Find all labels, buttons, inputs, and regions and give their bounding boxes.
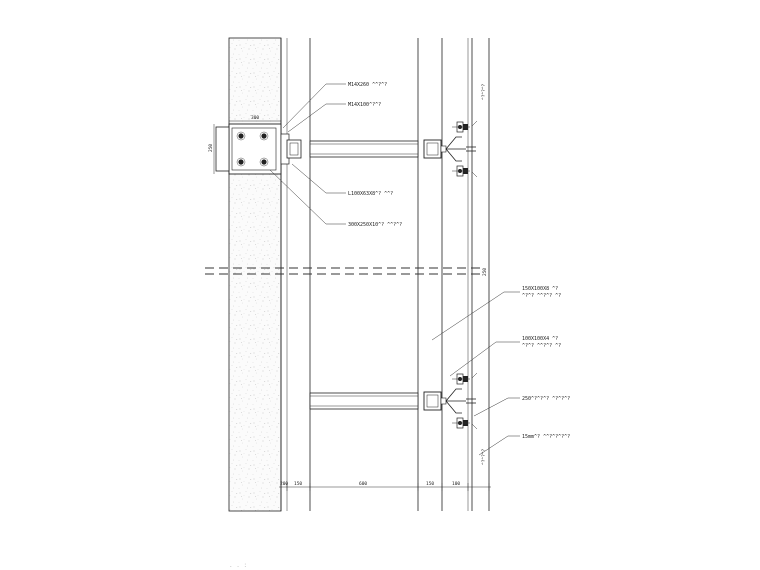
callout-steel-tube-secondary-note: ^?^? ^^?^? ^? bbox=[522, 343, 561, 349]
plate-height-dimension: 250 bbox=[208, 144, 214, 152]
bottom-dimension-chain: 200 150 600 150 100 bbox=[279, 481, 491, 491]
callout-angle-steel: L100X63X8^? ^^? bbox=[348, 191, 393, 197]
upper-spider-fitting bbox=[423, 120, 478, 178]
callout-anchor-bolt-2: M14X100^?^? bbox=[348, 102, 381, 108]
vertical-members bbox=[280, 38, 490, 511]
plate-width-dimension: 300 bbox=[251, 115, 259, 121]
floor-dimension: 250 bbox=[482, 268, 488, 276]
callout-embed-plate: 300X250X10^? ^^?^? bbox=[348, 222, 402, 228]
dim-bottom-3: 150 bbox=[426, 481, 434, 487]
concrete-wall bbox=[228, 37, 282, 512]
upper-beam bbox=[309, 140, 419, 158]
floor-level-line: 250 bbox=[205, 267, 488, 276]
callout-steel-tube-secondary: 100X100X4 ^? bbox=[522, 336, 558, 342]
leader-lines bbox=[269, 83, 520, 456]
dim-bottom-4: 100 bbox=[452, 481, 460, 487]
callout-spider-fitting: 250^?^?^? ^?^?^? bbox=[522, 396, 570, 402]
footer-note: . . : bbox=[229, 562, 247, 569]
callout-anchor-bolt-1: M14X260 ^^?^? bbox=[348, 82, 387, 88]
lower-beam bbox=[309, 392, 419, 410]
side-annotation-top: ^?^?^? bbox=[481, 83, 487, 100]
callout-steel-tube-main: 150X100X8 ^? bbox=[522, 286, 558, 292]
embed-plate: 300 250 bbox=[208, 115, 302, 175]
lower-spider-fitting bbox=[423, 372, 478, 430]
dim-bottom-1: 150 bbox=[294, 481, 302, 487]
callout-steel-tube-main-note: ^?^? ^^?^? ^? bbox=[522, 293, 561, 299]
dim-bottom-0: 200 bbox=[280, 481, 288, 487]
dim-bottom-2: 600 bbox=[359, 481, 367, 487]
callout-glass: 15mm^? ^^?^?^?^? bbox=[522, 434, 570, 440]
side-annotation-bottom: ^?^?^? bbox=[481, 448, 487, 465]
